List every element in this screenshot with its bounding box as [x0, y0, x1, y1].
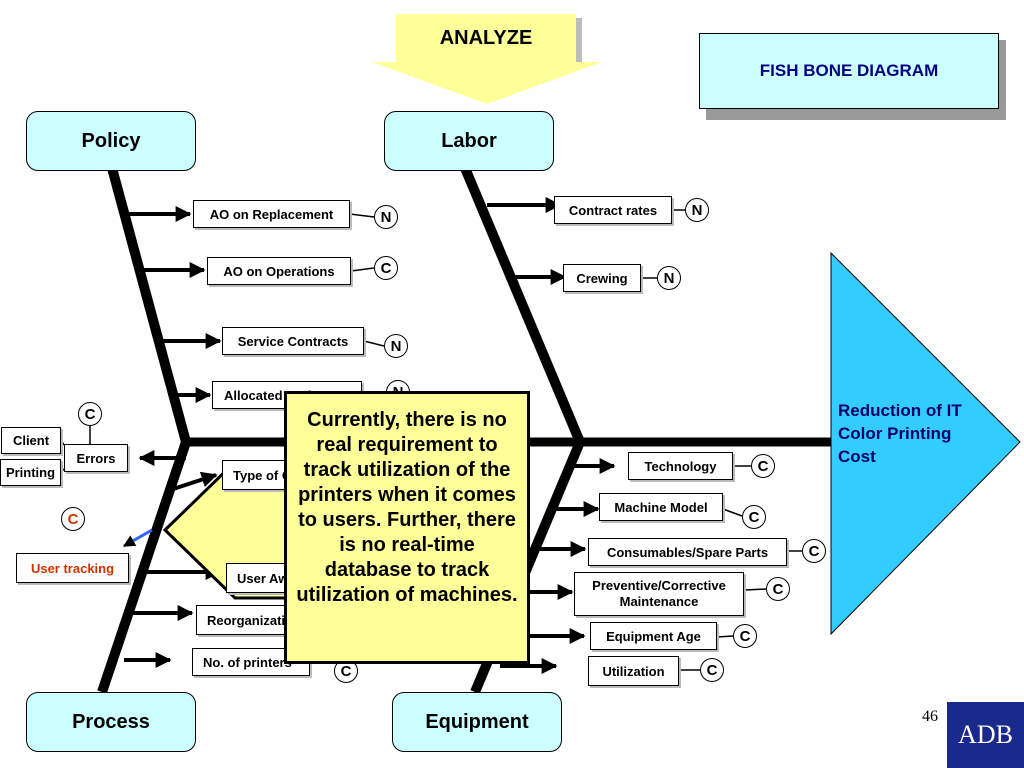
- cause-contract-rates: Contract rates: [554, 196, 672, 224]
- cause-user-tracking: User tracking: [16, 553, 129, 583]
- cause-errors: Errors: [64, 444, 128, 472]
- code-badge: C: [78, 402, 102, 426]
- effect-triangle: [830, 251, 1021, 636]
- code-badge: C: [766, 577, 790, 601]
- callout-note: Currently, there is no real requirement …: [284, 391, 530, 664]
- category-labor: Labor: [384, 111, 554, 171]
- code-badge: C: [733, 624, 757, 648]
- cause-no-printers: No. of printers: [192, 648, 310, 676]
- code-badge: N: [384, 334, 408, 358]
- adb-logo: ADB: [947, 702, 1024, 768]
- analyze-label: ANALYZE: [439, 26, 533, 49]
- cause-technology: Technology: [628, 452, 733, 480]
- cause-crewing: Crewing: [563, 264, 641, 292]
- code-badge: C: [751, 454, 775, 478]
- effect-label: Reduction of IT Color Printing Cost: [838, 401, 962, 466]
- cause-equipment-age: Equipment Age: [590, 622, 717, 650]
- code-badge: C: [742, 505, 766, 529]
- slide-number: 46: [922, 708, 938, 725]
- cause-machine-model: Machine Model: [599, 493, 723, 521]
- code-badge: C: [61, 507, 85, 531]
- policy-bone: [107, 166, 191, 444]
- cause-utilization: Utilization: [588, 656, 679, 686]
- code-badge: C: [802, 539, 826, 563]
- sub-cause-client: Client: [1, 427, 61, 454]
- code-badge: N: [657, 266, 681, 290]
- category-equipment: Equipment: [392, 692, 562, 752]
- labor-bone: [460, 166, 585, 444]
- analyze-banner-arrow: [372, 14, 602, 104]
- category-policy: Policy: [26, 111, 196, 171]
- category-process: Process: [26, 692, 196, 752]
- cause-ao-replacement: AO on Replacement: [193, 200, 350, 228]
- process-bone: [97, 440, 191, 694]
- user-tracking-arrow: [122, 528, 153, 548]
- code-badge: C: [700, 658, 724, 682]
- code-badge: N: [374, 205, 398, 229]
- cause-maintenance: Preventive/Corrective Maintenance: [574, 572, 744, 616]
- code-badge: N: [685, 198, 709, 222]
- code-badge: C: [374, 256, 398, 280]
- diagram-title: FISH BONE DIAGRAM: [699, 33, 999, 109]
- cause-service-contracts: Service Contracts: [222, 327, 364, 355]
- sub-cause-printing: Printing: [0, 459, 61, 486]
- cause-consumables: Consumables/Spare Parts: [588, 538, 787, 566]
- cause-ao-operations: AO on Operations: [207, 257, 351, 285]
